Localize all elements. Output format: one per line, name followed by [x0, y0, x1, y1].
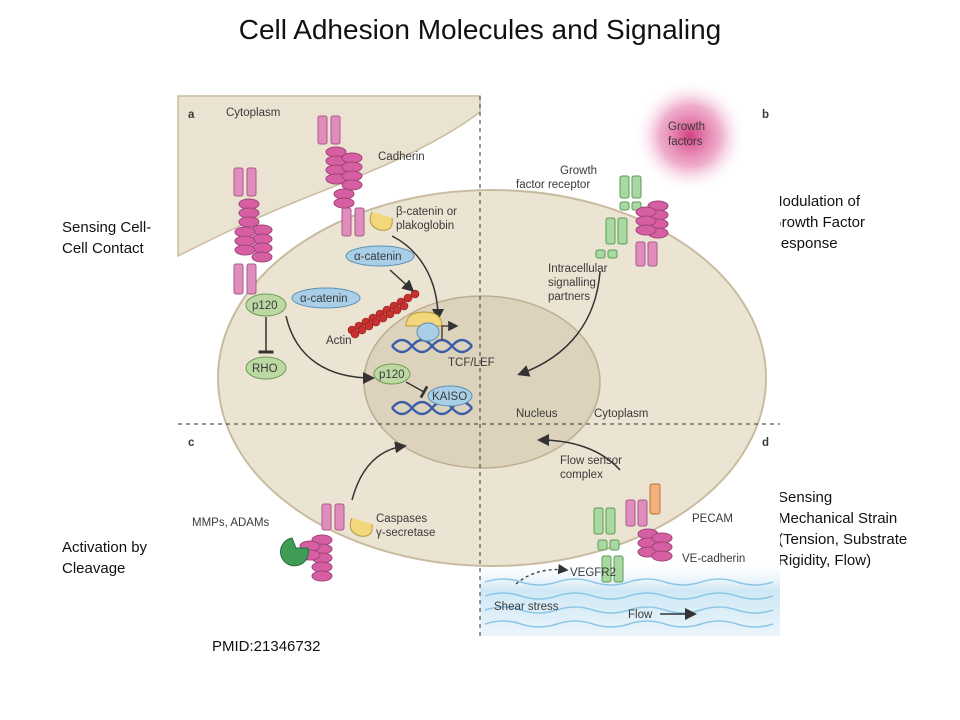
catenin-to-actin-arrow [389, 269, 415, 293]
p120-membrane [245, 293, 287, 317]
gf-receptor-label-2: factor receptor [516, 179, 590, 191]
intracellular-label-3: partners [548, 291, 590, 303]
beta-catenin-label-2: plakoglobin [396, 220, 454, 232]
cytoplasm-top-label: Cytoplasm [226, 107, 280, 119]
p120-membrane-label: p120 [252, 300, 278, 312]
shear-stress-label: Shear stress [494, 601, 559, 613]
flow-sensor-to-nucleus-arrow [537, 434, 621, 471]
pecam-label: PECAM [692, 513, 733, 525]
flow-sensor-complex [593, 483, 673, 583]
shear-stress-arrow [515, 563, 569, 585]
intracellular-label-1: Intracellular [548, 263, 608, 275]
panel-a-letter: a [188, 109, 195, 121]
alpha-catenin-upper-label: α-catenin [354, 251, 402, 263]
p120-nucleus-label: p120 [379, 369, 405, 381]
growth-factors-label-2: factors [668, 136, 703, 148]
cytoplasm-cell-label: Cytoplasm [594, 408, 648, 420]
kaiso-label: KAISO [432, 391, 467, 403]
gf-receptor-label-1: Growth [560, 165, 597, 177]
label-activation-by-cleavage: Activation by Cleavage [62, 539, 148, 577]
label-modulation-growth-factor: Modulation of Growth Factor Response [770, 193, 866, 252]
panel-b-letter: b [762, 109, 769, 121]
beta-catenin-shape [369, 211, 393, 231]
kaiso [427, 385, 473, 407]
tcf-lef [416, 322, 440, 342]
growth-factors-label-1: Growth [668, 121, 705, 133]
transcription-arrow [441, 320, 459, 340]
flow-label: Flow [628, 609, 653, 621]
mmps-label: MMPs, ADAMs [192, 517, 270, 529]
p120-nucleus [373, 363, 411, 385]
label-sensing-cell-contact: Sensing Cell- Cell Contact [62, 219, 152, 257]
cleavage-to-nucleus-arrow [351, 441, 407, 501]
nucleus-label: Nucleus [516, 408, 558, 420]
tcf-lef-cofactor [405, 311, 443, 327]
rho-label: RHO [252, 363, 278, 375]
p120-to-nucleus-arrow [285, 315, 375, 384]
beta-catenin-to-nucleus-arrow [391, 235, 444, 321]
flow-waves [484, 578, 774, 628]
rho [245, 356, 287, 380]
panel-c-letter: c [188, 437, 195, 449]
alpha-catenin-upper [345, 245, 415, 267]
dna-upper [391, 338, 473, 354]
flow-sensor-label-1: Flow sensor [560, 455, 622, 467]
figure-title: Cell Adhesion Molecules and Signaling [238, 14, 722, 45]
vegfr2-label: VEGFR2 [570, 567, 616, 579]
pmid-note: PMID:21346732 [212, 638, 321, 655]
p120-inhibits-kaiso [405, 381, 429, 399]
label-sensing-mechanical-strain: Sensing Mechanical Strain (Tension, Subs… [778, 489, 908, 569]
tcf-lef-label: TCF/LEF [448, 357, 495, 369]
flow-sensor-label-2: complex [560, 469, 603, 481]
caspase-shape [349, 517, 373, 537]
actin-label: Actin [326, 335, 352, 347]
beta-catenin-label-1: β-catenin or [396, 206, 457, 218]
alpha-catenin-lower-label: α-catenin [300, 293, 348, 305]
intracellular-label-2: signalling [548, 277, 596, 289]
cadherin-label: Cadherin [378, 151, 425, 163]
growth-factor-receptor [595, 175, 669, 267]
caspases-label-1: Caspases [376, 513, 427, 525]
cadherin-complex-right [317, 115, 365, 237]
panel-d-letter: d [762, 437, 769, 449]
cadherin-complex-left [233, 167, 273, 295]
growth-factor-cloud [634, 80, 746, 192]
ve-cadherin-label: VE-cadherin [682, 553, 745, 565]
alpha-catenin-lower [291, 287, 361, 309]
actin-filament [347, 289, 420, 339]
mmp-scissors [280, 537, 309, 567]
caspases-label-2: γ-secretase [376, 527, 435, 539]
receptor-to-nucleus-arrow [517, 271, 601, 377]
